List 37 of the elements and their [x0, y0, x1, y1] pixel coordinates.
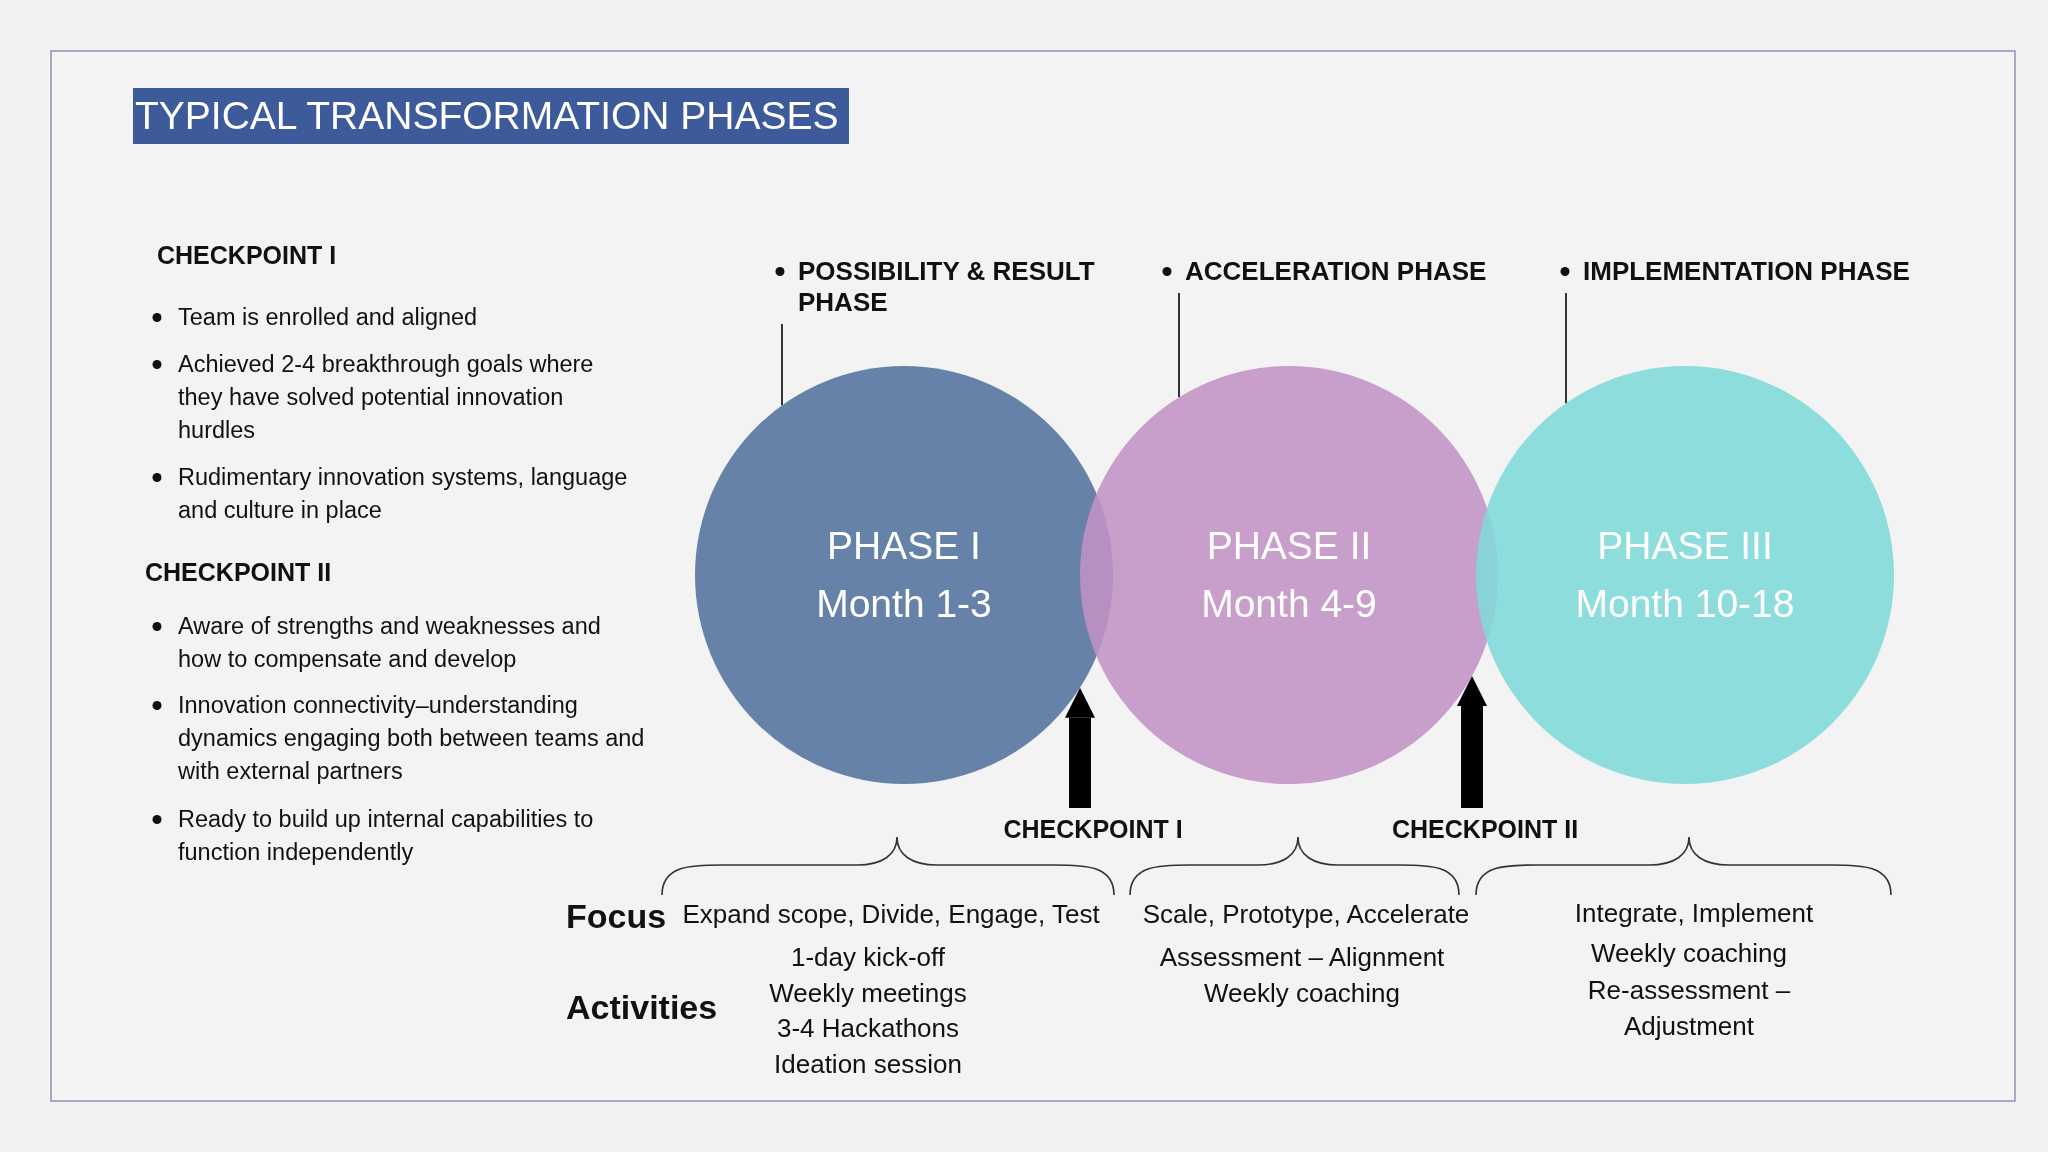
checkpoint-label: CHECKPOINT II [1392, 814, 1579, 844]
activity-text: Re-assessment – Adjustment [1586, 974, 1792, 1043]
section-heading: CHECKPOINT I [157, 240, 337, 270]
phase-heading: POSSIBILITY & RESULT PHASE [798, 256, 1128, 318]
month-range: Month 10-18 [1575, 581, 1795, 627]
leader-line [1565, 292, 1567, 405]
focus-text: Scale, Prototype, Accelerate [1141, 898, 1471, 931]
leader-line [1178, 292, 1180, 399]
phase-name: PHASE II [1206, 523, 1372, 569]
activity-text: Weekly coaching [1202, 977, 1402, 1010]
checkpoint-label: CHECKPOINT I [1003, 814, 1183, 844]
bullet-text: Rudimentary innovation systems, language and culture in place [178, 463, 629, 525]
phase-name: PHASE III [1597, 523, 1773, 569]
bullet-text: Achieved 2-4 breakthrough goals where they have solved potential innovation hurdles [178, 350, 595, 445]
activity-text: Weekly meetings [768, 977, 968, 1010]
focus-text: Integrate, Implement [1573, 897, 1815, 930]
phase-name: PHASE I [827, 523, 981, 569]
activity-text: 1-day kick-off [789, 941, 947, 974]
month-range: Month 4-9 [1201, 581, 1377, 627]
bullet-text: Innovation connectivity–understanding dynamics engaging both between teams and with external partners [178, 691, 646, 786]
focus-text: Expand scope, Divide, Engage, Test [681, 898, 1101, 931]
activity-text: Weekly coaching [1589, 937, 1789, 970]
bullet-text: Ready to build up internal capabilities to function independently [178, 805, 595, 867]
activity-text: Ideation session [773, 1048, 963, 1081]
row-heading: Focus [566, 896, 667, 936]
phase-heading: IMPLEMENTATION PHASE [1583, 256, 1943, 287]
bullet-text: Team is enrolled and aligned [178, 303, 479, 332]
block-arrow [1065, 687, 1095, 808]
month-range: Month 1-3 [816, 581, 992, 627]
activity-text: Assessment – Alignment [1158, 941, 1446, 974]
phase-heading: ACCELERATION PHASE [1185, 256, 1515, 287]
activity-text: 3-4 Hackathons [775, 1012, 961, 1045]
title-banner: TYPICAL TRANSFORMATION PHASES [133, 88, 849, 144]
bullet-text: Aware of strengths and weaknesses and how to compensate and develop [178, 612, 602, 674]
section-heading: CHECKPOINT II [145, 557, 332, 587]
row-heading: Activities [566, 987, 718, 1027]
leader-line [781, 323, 783, 407]
